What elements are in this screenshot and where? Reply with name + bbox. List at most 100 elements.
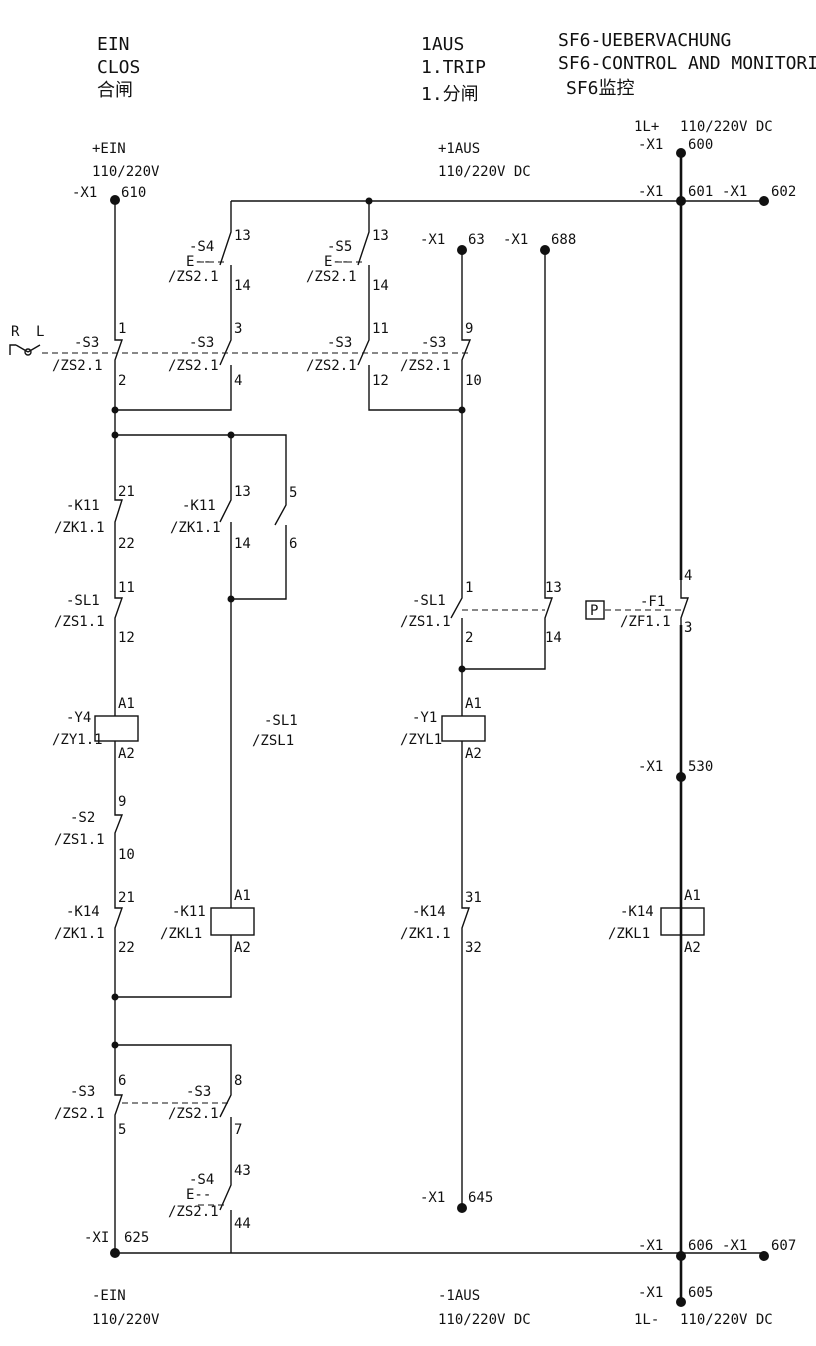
- terminal-602: -X1 602: [722, 184, 796, 206]
- pin-label: 12: [118, 630, 135, 646]
- terminal-prefix: -X1: [638, 1285, 663, 1301]
- pressure-switch-box: [585, 600, 605, 620]
- contact-blade: [219, 325, 232, 370]
- device-tag: -S3: [186, 1084, 211, 1100]
- contact-blade: [450, 585, 463, 625]
- close-header-zh: 合闸: [97, 80, 133, 101]
- pin-label: 9: [465, 321, 473, 337]
- wire: [115, 434, 287, 490]
- terminal-number: 600: [688, 137, 713, 153]
- device-symbol: E--: [186, 254, 211, 270]
- selector-switch-s3: R L: [9, 324, 470, 356]
- contact-f1-4-3: P -F1 /ZF1.1 4 3: [585, 568, 692, 636]
- contact-k14-21-22: -K14 /ZK1.1 21 22: [54, 890, 135, 956]
- coil-label-sl1: -SL1 /ZSL1: [252, 713, 298, 749]
- wire: [462, 625, 546, 670]
- junction-dot: [458, 406, 466, 414]
- device-ref: /ZS2.1: [168, 269, 219, 285]
- terminal-prefix: -X1: [638, 137, 663, 153]
- device-ref: /ZK1.1: [54, 926, 105, 942]
- junction-dot: [227, 431, 235, 439]
- coil-y4: -Y4 /ZY1.1 A1 A2: [52, 696, 139, 762]
- terminal-number: 530: [688, 759, 713, 775]
- terminal-prefix: -X1: [722, 184, 747, 200]
- device-symbol: E--: [324, 254, 349, 270]
- device-tag: -K14: [620, 904, 654, 920]
- device-ref: /ZK1.1: [170, 520, 221, 536]
- contact-blade: [274, 490, 287, 530]
- contact-sl1-11-12: -SL1 /ZS1.1 11 12: [54, 580, 135, 646]
- junction-dot: [227, 595, 235, 603]
- terminal-prefix: -X1: [638, 184, 663, 200]
- contact-blade: [357, 325, 370, 370]
- pin-label: 14: [545, 630, 562, 646]
- pin-label: 21: [118, 890, 135, 906]
- pin-label: 1: [465, 580, 473, 596]
- device-tag: -K14: [412, 904, 446, 920]
- device-ref: /ZK1.1: [400, 926, 451, 942]
- contact-k11-21-22: -K11 /ZK1.1 21 22: [54, 480, 135, 552]
- terminal-63: -X1 63: [420, 232, 485, 255]
- aus-supply-minus: -1AUS: [438, 1288, 480, 1304]
- coil-body: [210, 907, 255, 936]
- pin-label: A1: [234, 888, 251, 904]
- terminal-610: -X1 610: [72, 185, 146, 205]
- pin-label: 7: [234, 1122, 242, 1138]
- wire: [368, 370, 462, 411]
- pin-label: 13: [234, 484, 251, 500]
- device-tag: -K11: [172, 904, 206, 920]
- terminal-prefix: -X1: [638, 1238, 663, 1254]
- coil-k14: -K14 /ZKL1 A1 A2: [608, 888, 705, 956]
- pin-label: 11: [372, 321, 389, 337]
- pin-label: 31: [465, 890, 482, 906]
- device-tag: -K11: [66, 498, 100, 514]
- sf6-header: SF6-UEBERVACHUNG SF6-CONTROL AND MONITOR…: [558, 30, 816, 99]
- pin-label: A1: [118, 696, 135, 712]
- contact-5-6: 5 6: [274, 485, 297, 552]
- selector-pivot: [24, 348, 32, 356]
- terminal-prefix: -X1: [420, 1190, 445, 1206]
- contact-s4-43-44: -S4 E-- /ZS2.1 43 44: [168, 1163, 251, 1232]
- terminal-prefix: -X1: [72, 185, 97, 201]
- device-tag: -S3: [189, 335, 214, 351]
- device-tag: -K11: [182, 498, 216, 514]
- aus-supply-voltage-bottom: 110/220V DC: [438, 1312, 531, 1328]
- coil-y1: -Y1 /ZYL1 A1 A2: [400, 696, 486, 762]
- contact-s3-11-12: -S3 /ZS2.1 11 12: [306, 321, 389, 389]
- contact-s3-3-4: -S3 /ZS2.1 3 4: [168, 321, 242, 389]
- pin-label: 6: [289, 536, 297, 552]
- close-header-de: EIN: [97, 34, 130, 55]
- pin-label: 32: [465, 940, 482, 956]
- device-ref: /ZS1.1: [54, 832, 105, 848]
- contact-s3-8-7: -S3 /ZS2.1 8 7: [168, 1073, 242, 1138]
- device-tag: -F1: [640, 594, 665, 610]
- pin-label: 22: [118, 536, 135, 552]
- wire: [115, 370, 232, 411]
- pin-label: 44: [234, 1216, 251, 1232]
- pin-label: 13: [545, 580, 562, 596]
- l-supply-voltage-bottom: 110/220V DC: [680, 1312, 773, 1328]
- contact-blade: [357, 220, 370, 270]
- device-ref: /ZS2.1: [168, 1204, 219, 1220]
- coil-body: [94, 715, 139, 742]
- pin-label: A2: [684, 940, 701, 956]
- device-tag: -S5: [327, 239, 352, 255]
- contact-blade: [219, 1080, 232, 1122]
- terminal-number: 602: [771, 184, 796, 200]
- terminal-625: -XI 625: [84, 1230, 149, 1258]
- coil-body: [660, 907, 705, 936]
- ein-supply-plus: +EIN: [92, 141, 126, 157]
- pin-label: A2: [234, 940, 251, 956]
- terminal-number: 645: [468, 1190, 493, 1206]
- junction-dot: [365, 197, 373, 205]
- pin-label: 43: [234, 1163, 251, 1179]
- contact-blade: [544, 585, 553, 625]
- pin-label: 1: [118, 321, 126, 337]
- terminal-prefix: -X1: [503, 232, 528, 248]
- device-ref: /ZS2.1: [306, 358, 357, 374]
- sf6-header-zh: SF6监控: [566, 78, 635, 99]
- l-supply-minus: 1L-: [634, 1312, 659, 1328]
- terminal-prefix: -X1: [722, 1238, 747, 1254]
- pin-label: 10: [465, 373, 482, 389]
- pin-label: 5: [289, 485, 297, 501]
